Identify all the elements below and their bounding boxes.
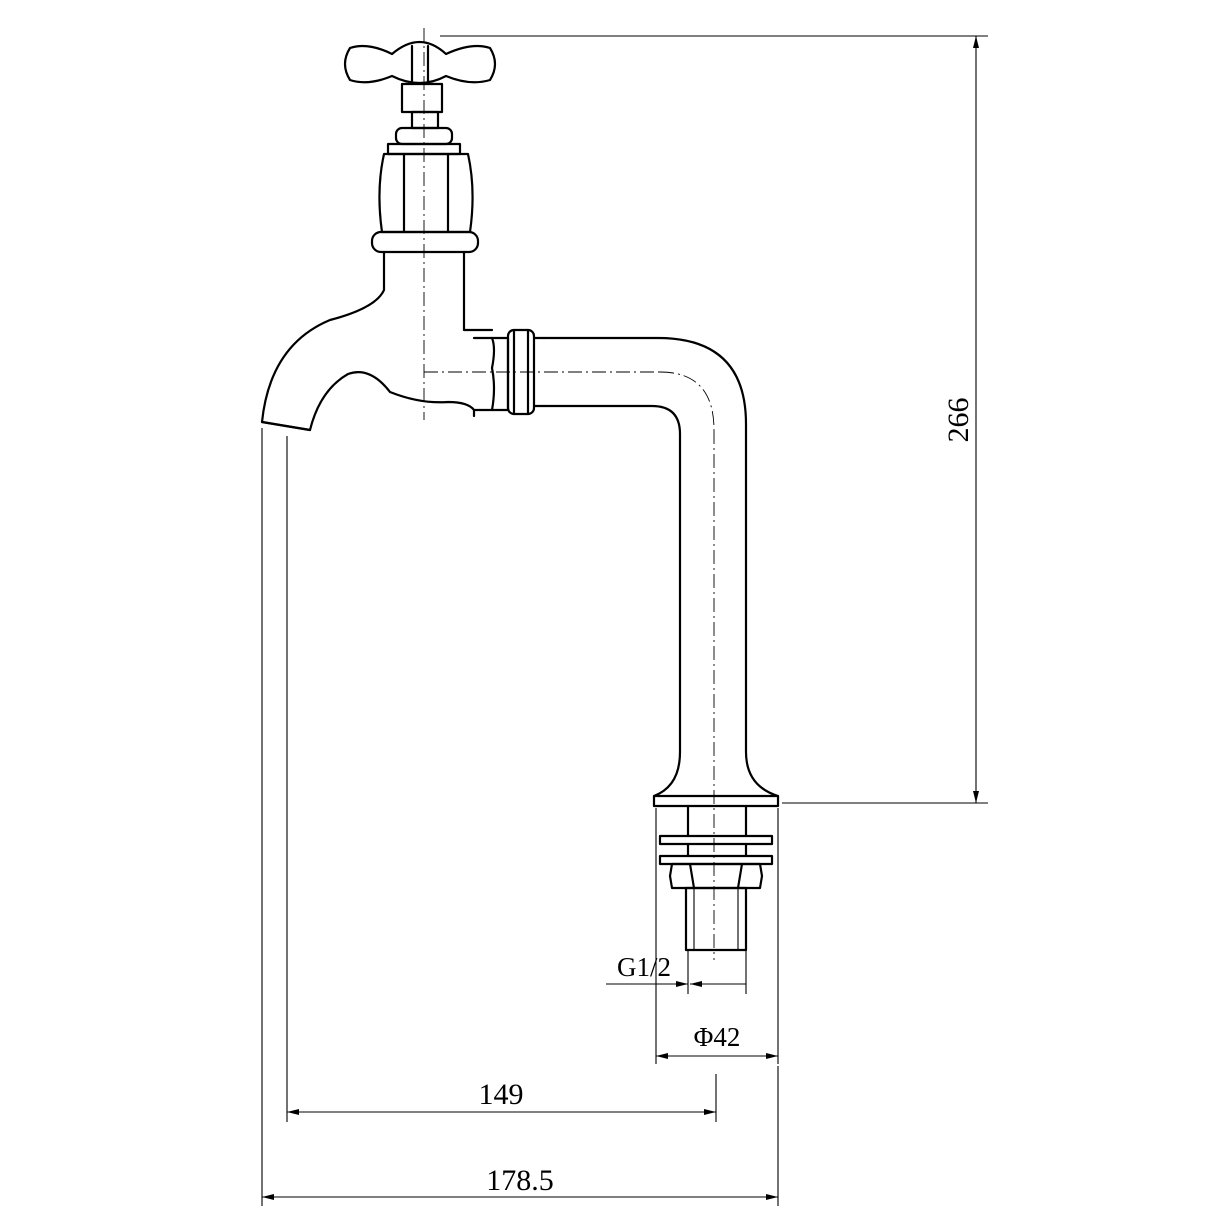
headwork-hex [370, 152, 480, 254]
tap-outline [260, 28, 780, 960]
valve-body [260, 250, 494, 432]
fixing-shank [658, 804, 774, 952]
dimension-base-diameter: Φ42 [655, 808, 779, 1064]
dimension-overall-width: 178.5 [261, 428, 779, 1206]
centre-lines [423, 28, 715, 960]
dimension-thread: G1/2 [606, 950, 747, 994]
height-label: 266 [942, 398, 975, 443]
dimension-height: 266 [440, 35, 988, 804]
thread-label: G1/2 [617, 952, 671, 982]
pillar-pipe [542, 336, 780, 808]
dimension-projection: 149 [286, 436, 717, 1122]
dimension-lines: 266 G1/2 Φ42 149 178. [261, 35, 988, 1206]
overall-width-label: 178.5 [486, 1164, 554, 1197]
crosshead-handle [343, 41, 497, 86]
base-diameter-label: Φ42 [694, 1022, 741, 1052]
projection-label: 149 [479, 1078, 524, 1111]
